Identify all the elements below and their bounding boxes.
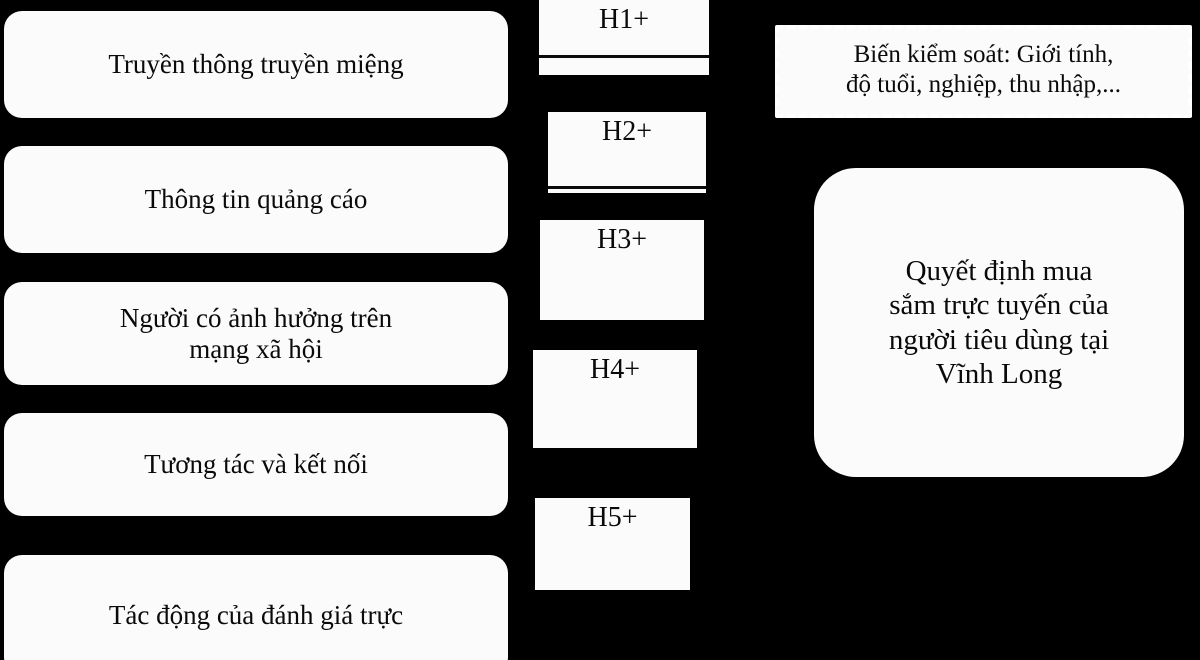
factor-box-interaction-connection[interactable]: Tương tác và kết nối xyxy=(4,413,508,516)
outcome-line-3: người tiêu dùng tại xyxy=(888,323,1110,356)
factor-label-line-1: Người có ảnh hưởng trên xyxy=(119,303,393,334)
factor-label: Truyền thông truyền miệng xyxy=(108,49,404,80)
control-variables-line-2: độ tuổi, nghiệp, thu nhập,... xyxy=(846,70,1121,98)
outcome-line-4: Vĩnh Long xyxy=(935,357,1063,390)
factor-label: Thông tin quảng cáo xyxy=(144,184,368,215)
hypothesis-label: H4+ xyxy=(589,354,640,385)
hypothesis-label: H2+ xyxy=(601,116,652,147)
hypothesis-label: H1+ xyxy=(598,4,649,35)
hypothesis-box-h3[interactable]: H3+ xyxy=(540,220,704,320)
outcome-line-1: Quyết định mua xyxy=(905,255,1093,288)
hypothesis-box-h1[interactable]: H1+ xyxy=(539,0,709,75)
hypothesis-label: H3+ xyxy=(596,224,647,255)
factor-label: Tương tác và kết nối xyxy=(144,449,368,480)
factor-label: Tác động của đánh giá trực xyxy=(108,599,404,630)
control-variables-line-1: Biến kiểm soát: Giới tính, xyxy=(853,41,1114,68)
hypothesis-box-h4[interactable]: H4+ xyxy=(533,350,697,448)
factor-box-word-of-mouth[interactable]: Truyền thông truyền miệng xyxy=(4,11,508,118)
hypothesis-label: H5+ xyxy=(587,502,638,533)
outcome-box-purchase-decision[interactable]: Quyết định mua sắm trực tuyến của người … xyxy=(814,168,1184,477)
factor-box-social-influencers[interactable]: Người có ảnh hưởng trên mạng xã hội xyxy=(4,282,508,385)
hypothesis-box-h2[interactable]: H2+ xyxy=(548,112,706,193)
outcome-line-2: sắm trực tuyến của xyxy=(889,289,1109,322)
factor-box-online-reviews[interactable]: Tác động của đánh giá trực xyxy=(4,555,508,660)
factor-label-line-2: mạng xã hội xyxy=(189,333,323,364)
control-variables-box[interactable]: Biến kiểm soát: Giới tính, độ tuổi, nghi… xyxy=(775,25,1192,118)
hypothesis-box-h5[interactable]: H5+ xyxy=(535,498,690,590)
factor-box-advertising-info[interactable]: Thông tin quảng cáo xyxy=(4,146,508,253)
